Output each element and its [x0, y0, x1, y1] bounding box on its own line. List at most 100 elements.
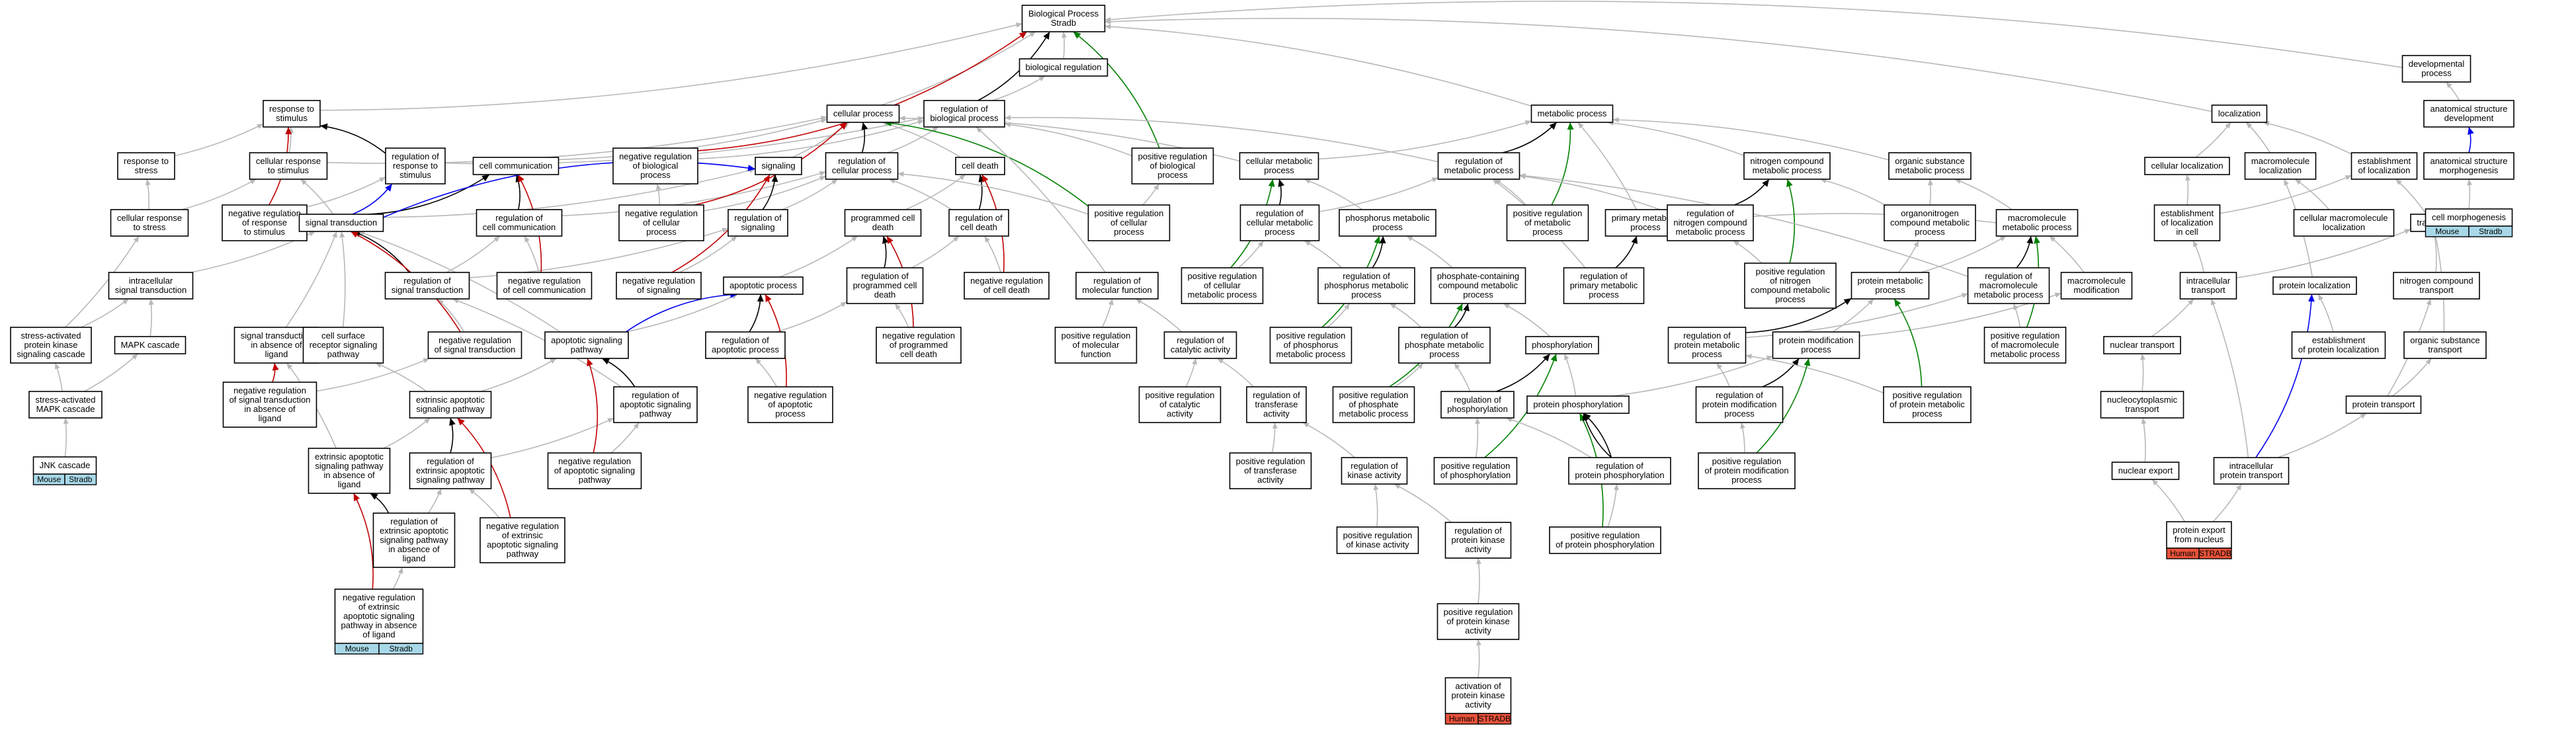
- go-term-node[interactable]: phosphorylation: [1525, 336, 1599, 354]
- go-term-node[interactable]: cell communication: [472, 157, 560, 175]
- go-term-node[interactable]: protein localization: [2272, 276, 2357, 295]
- go-term-node[interactable]: apoptotic process: [723, 276, 804, 295]
- go-term-node[interactable]: signaling: [755, 157, 802, 175]
- go-term-node[interactable]: signal transduction: [298, 214, 384, 232]
- go-term-node[interactable]: metabolic process: [1530, 104, 1614, 123]
- go-term-node[interactable]: biological regulation: [1018, 58, 1108, 77]
- go-term-node[interactable]: cellular process: [826, 104, 900, 123]
- go-term-node[interactable]: nuclear export: [2111, 462, 2180, 480]
- go-term-node[interactable]: cellular localization: [2144, 157, 2230, 175]
- go-term-node[interactable]: nuclear transport: [2103, 336, 2181, 354]
- go-term-node[interactable]: protein transport: [2345, 395, 2422, 414]
